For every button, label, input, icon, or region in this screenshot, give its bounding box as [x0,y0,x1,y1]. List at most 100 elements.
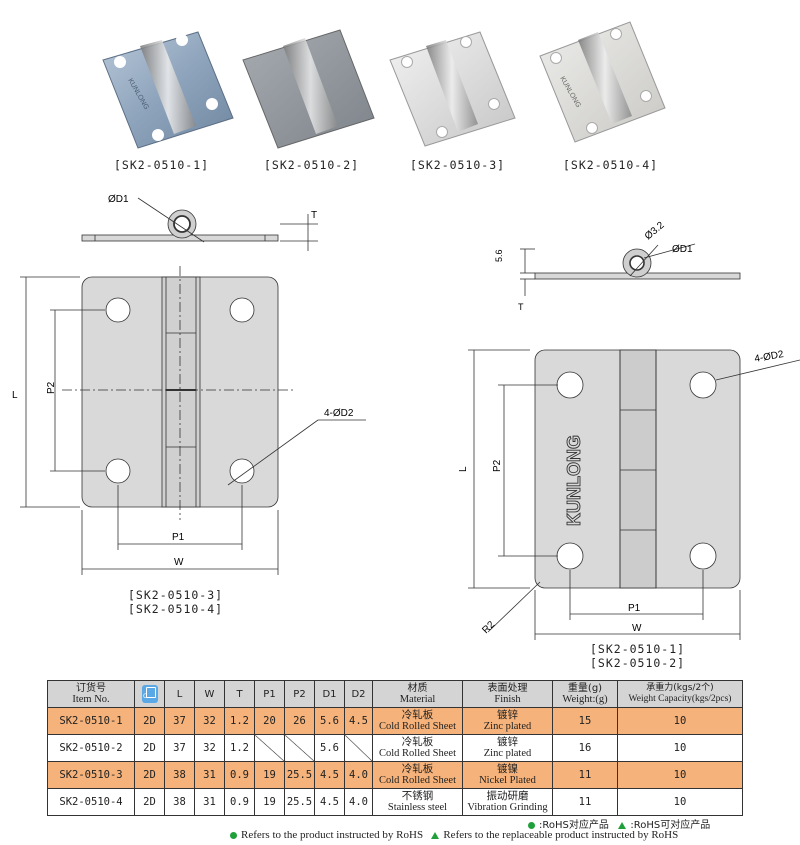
cell-t: 1.2 [224,707,255,735]
cell-cad[interactable]: 2D [134,707,165,735]
cell-w: 31 [194,761,225,789]
cell-d1: 4.5 [314,761,345,789]
cell-weight: 11 [552,761,618,789]
legend-en: Refers to the product instructed by RoHS… [230,829,678,841]
header-t: T [224,680,255,708]
drawing-left: ØD1 T L P2 4-ØD2 P1 W [12,194,366,575]
cell-item: SK2-0510-1 [47,707,135,735]
photo-caption-1: [SK2-0510-1] [114,158,210,172]
cell-p1: 19 [254,788,285,816]
cell-p2: 25.5 [284,788,315,816]
header-d1: D1 [314,680,345,708]
label-h56: 5.6 [494,249,504,262]
header-l: L [164,680,195,708]
label-l: L [458,466,469,472]
label-d1: ØD1 [672,244,693,255]
label-w: W [632,623,642,634]
cell-d2-na [344,734,373,762]
cell-capacity: 10 [617,761,743,789]
photo-sk2-0510-1: KUNLONG [102,31,234,149]
cell-item: SK2-0510-4 [47,788,135,816]
legend-cn: :RoHS对应产品 :RoHS可对应产品 [528,816,710,831]
cell-weight: 11 [552,788,618,816]
label-hole: 4-ØD2 [324,408,354,419]
photo-sk2-0510-4: KUNLONG [539,21,666,143]
left-model-2: [SK2-0510-4] [128,602,224,616]
label-p2: P2 [492,459,503,472]
cell-cad[interactable]: 2D [134,761,165,789]
cell-d2: 4.5 [344,707,373,735]
cell-p1: 19 [254,761,285,789]
header-d2: D2 [344,680,373,708]
header-w: W [194,680,225,708]
cell-p2: 25.5 [284,761,315,789]
cell-capacity: 10 [617,788,743,816]
cell-l: 37 [164,707,195,735]
header-p1: P1 [254,680,285,708]
cell-item: SK2-0510-2 [47,734,135,762]
cell-t: 0.9 [224,761,255,789]
header-p2: P2 [284,680,315,708]
cell-d2: 4.0 [344,788,373,816]
label-p1: P1 [172,532,185,543]
cell-capacity: 10 [617,707,743,735]
cell-d1: 5.6 [314,707,345,735]
cell-l: 37 [164,734,195,762]
cell-cad[interactable]: 2D [134,734,165,762]
product-photos: KUNLONG KUNLONG [102,21,666,149]
cell-capacity: 10 [617,734,743,762]
cell-l: 38 [164,788,195,816]
label-d1: ØD1 [108,194,129,205]
photo-sk2-0510-3 [389,31,516,147]
label-d32: Ø3.2 [643,220,667,243]
rohs-dot-icon [528,821,535,829]
rohs-triangle-icon [431,831,440,839]
right-model-1: [SK2-0510-1] [590,642,686,656]
header-cad: CAD [134,680,165,708]
photo-caption-3: [SK2-0510-3] [410,158,506,172]
cell-d1: 5.6 [314,734,345,762]
table-row: SK2-0510-3 2D 38 31 0.9 19 25.5 4.5 4.0 … [47,761,743,789]
left-model-1: [SK2-0510-3] [128,588,224,602]
cell-p1-na [254,734,285,762]
cell-t: 0.9 [224,788,255,816]
right-model-2: [SK2-0510-2] [590,656,686,670]
photo-caption-4: [SK2-0510-4] [563,158,659,172]
cell-p2-na [284,734,315,762]
cell-l: 38 [164,761,195,789]
label-hole: 4-ØD2 [754,349,785,365]
photo-caption-2: [SK2-0510-2] [264,158,360,172]
label-l: L [12,390,18,401]
label-w: W [174,557,184,568]
cad-file-icon: CAD [141,685,158,703]
cell-d2: 4.0 [344,761,373,789]
table-row: SK2-0510-1 2D 37 32 1.2 20 26 5.6 4.5 冷轧… [47,707,743,735]
rohs-triangle-icon [618,821,627,829]
cell-weight: 15 [552,707,618,735]
cell-p2: 26 [284,707,315,735]
label-p2: P2 [46,381,57,394]
cell-cad[interactable]: 2D [134,788,165,816]
cell-weight: 16 [552,734,618,762]
label-r2: R2 [480,619,497,636]
cell-w: 31 [194,788,225,816]
header-weight: 重量(g)Weight:(g) [552,680,618,708]
table-row: SK2-0510-4 2D 38 31 0.9 19 25.5 4.5 4.0 … [47,788,743,816]
drawing-brand: KUNLONG [564,435,584,526]
label-t: T [311,210,317,221]
rohs-dot-icon [230,831,237,839]
header-capacity: 承重力(kgs/2个)Weight Capacity(kgs/2pcs) [617,680,743,708]
